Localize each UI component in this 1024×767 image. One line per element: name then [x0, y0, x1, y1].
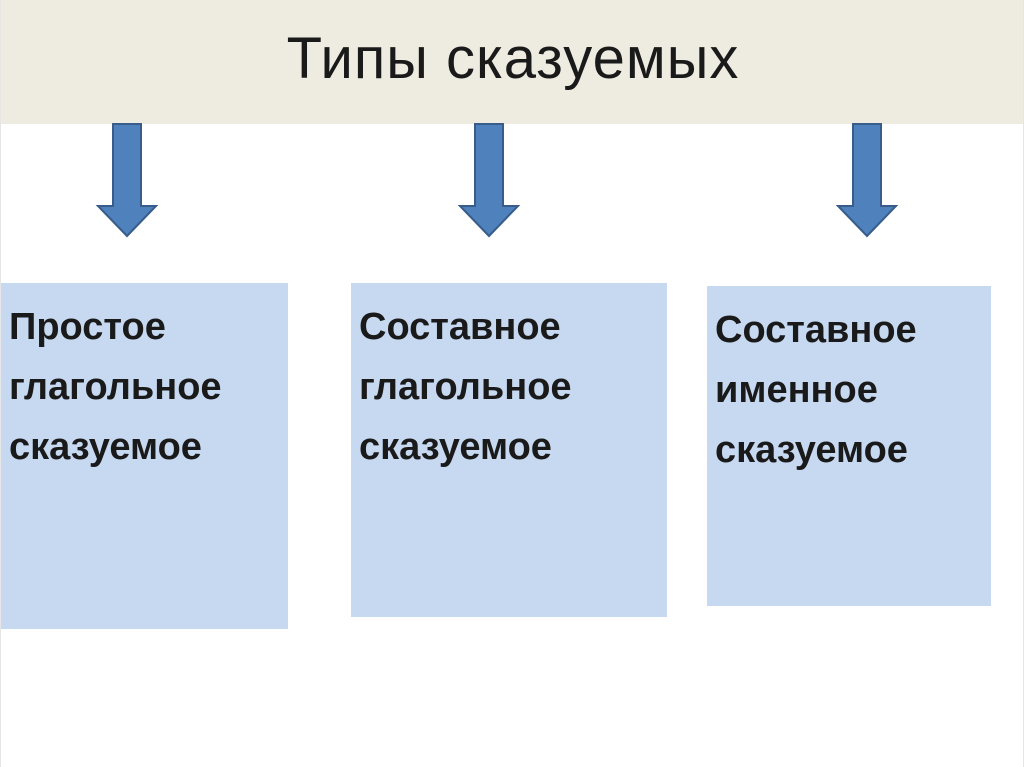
predicate-type-box-simple-verbal: Простое глагольное сказуемое: [1, 283, 288, 629]
title-bar: Типы сказуемых: [1, 0, 1023, 124]
box-line: именное: [715, 369, 878, 411]
box-line: глагольное: [9, 366, 222, 408]
box-line: Простое: [9, 306, 166, 348]
predicate-type-box-compound-nominal: Составное именное сказуемое: [707, 286, 991, 606]
box-line: сказуемое: [359, 426, 552, 468]
box-line: сказуемое: [9, 426, 202, 468]
box-line: глагольное: [359, 366, 572, 408]
arrow-down-icon: [835, 123, 899, 238]
slide-title: Типы сказуемых: [286, 25, 740, 91]
box-line: Составное: [715, 309, 917, 351]
arrow-down-icon: [457, 123, 521, 238]
box-line: сказуемое: [715, 429, 908, 471]
box-line: Составное: [359, 306, 561, 348]
arrow-down-icon: [95, 123, 159, 238]
predicate-type-box-compound-verbal: Составное глагольное сказуемое: [351, 283, 667, 617]
